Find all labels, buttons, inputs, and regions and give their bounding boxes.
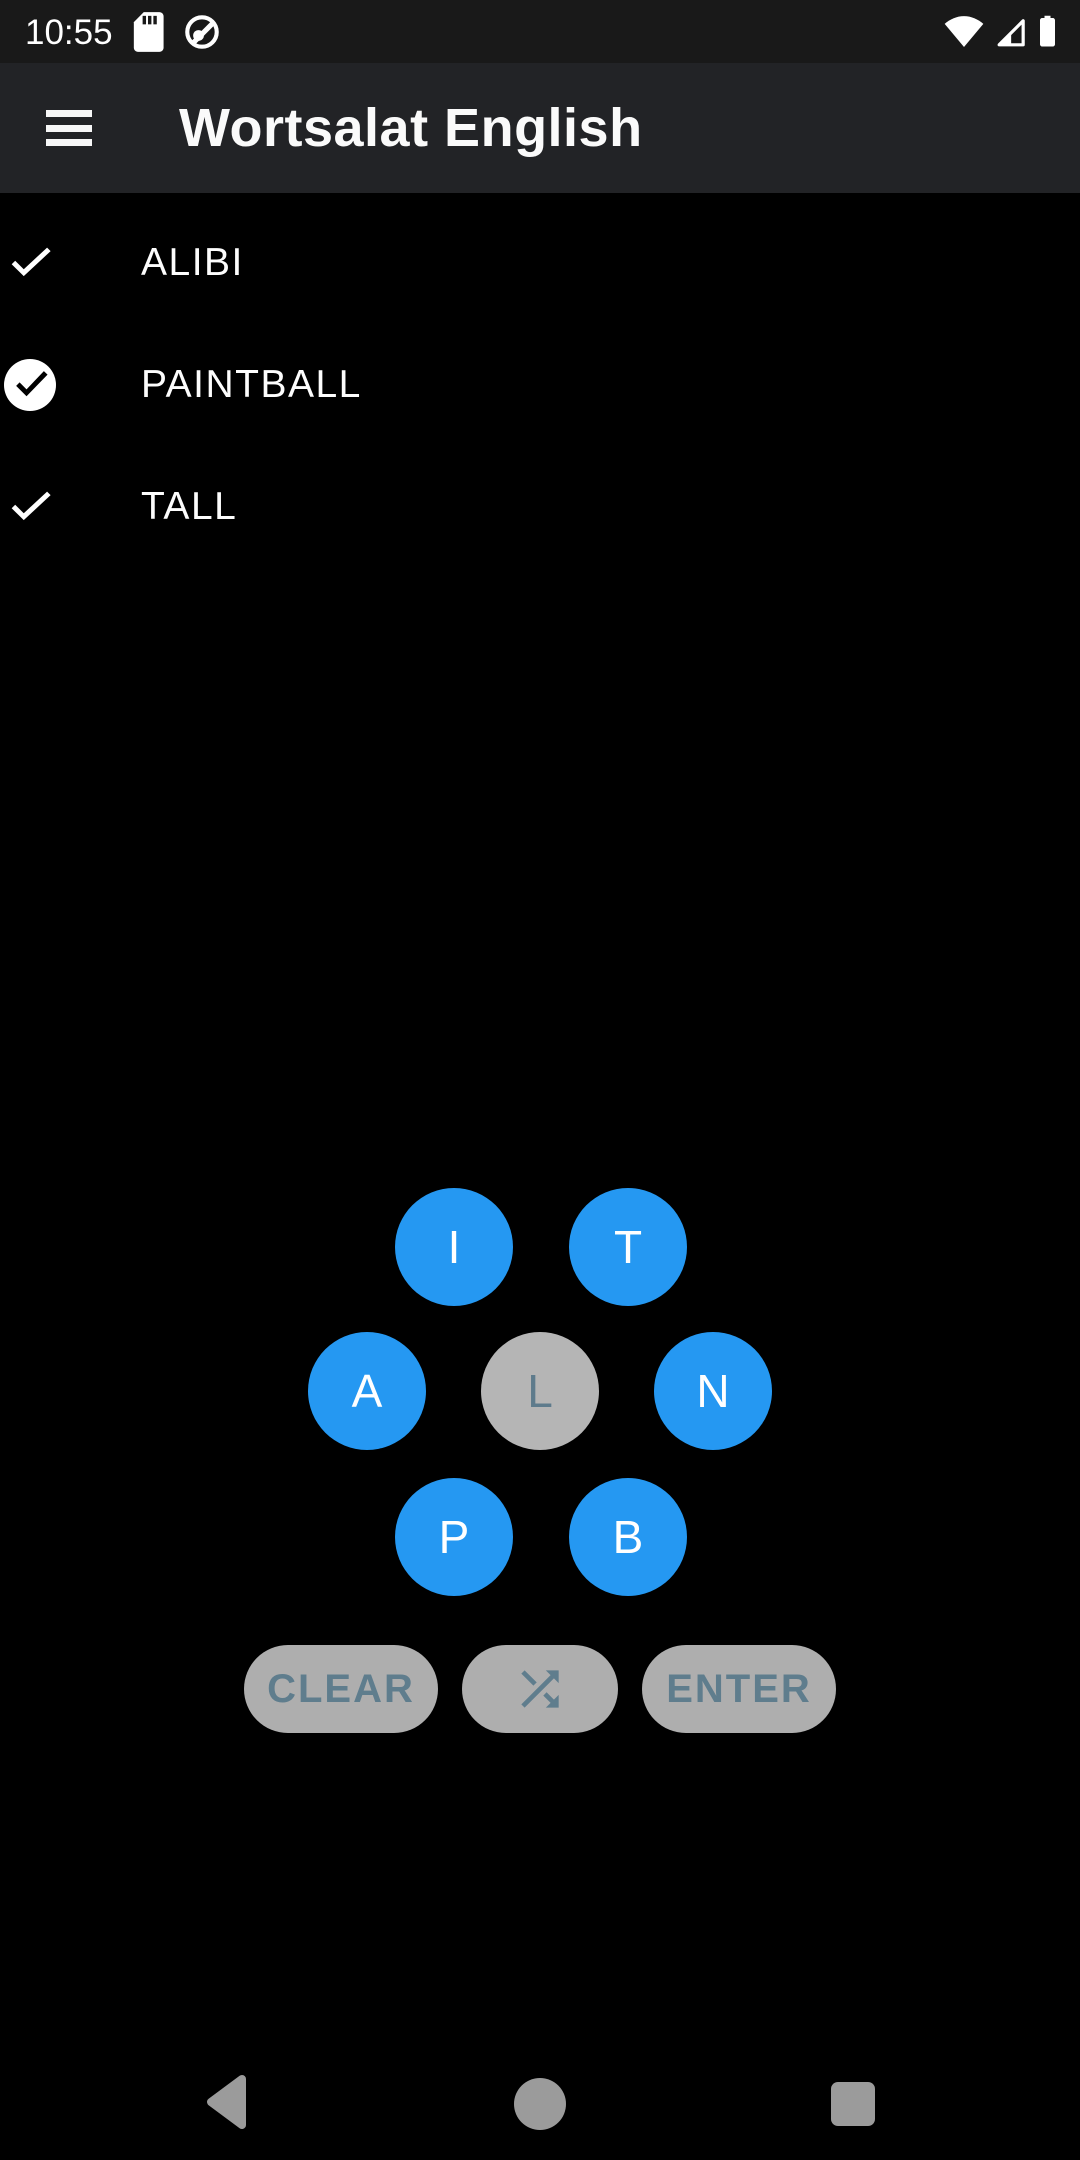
sd-card-icon (133, 11, 164, 52)
word-label: TALL (141, 485, 238, 528)
word-row: TALL (0, 446, 1080, 568)
app-bar: Wortsalat English (0, 63, 1080, 193)
check-icon (4, 481, 56, 533)
home-icon[interactable] (512, 2076, 568, 2135)
recents-icon[interactable] (829, 2080, 877, 2131)
word-label: PAINTBALL (141, 363, 362, 406)
word-label: ALIBI (141, 241, 244, 284)
shuffle-icon (521, 1670, 559, 1708)
wifi-icon (944, 16, 984, 47)
letter-button-p[interactable]: P (395, 1478, 513, 1596)
letter-button-t[interactable]: T (569, 1188, 687, 1306)
battery-icon (1040, 15, 1055, 47)
status-bar-right (944, 15, 1058, 48)
status-bar-left: 10:55 (25, 11, 221, 52)
cell-signal-icon (997, 19, 1025, 47)
word-row: ALIBI (0, 202, 1080, 324)
check-icon (4, 237, 56, 289)
letter-button-i[interactable]: I (395, 1188, 513, 1306)
page-title: Wortsalat English (179, 98, 643, 158)
status-bar: 10:55 (0, 0, 1080, 63)
back-icon[interactable] (204, 2074, 248, 2133)
hamburger-menu-icon[interactable] (46, 110, 92, 146)
word-row: PAINTBALL (0, 324, 1080, 446)
circle-slash-icon (184, 14, 219, 49)
clock: 10:55 (25, 13, 113, 52)
letter-button-n[interactable]: N (654, 1332, 772, 1450)
enter-button[interactable]: ENTER (642, 1645, 836, 1733)
letter-button-a[interactable]: A (308, 1332, 426, 1450)
letter-button-l-used[interactable]: L (481, 1332, 599, 1450)
check-circle-icon (4, 359, 56, 411)
shuffle-button[interactable] (462, 1645, 618, 1733)
clear-button[interactable]: CLEAR (244, 1645, 438, 1733)
solved-word-list: ALIBI PAINTBALL TALL (0, 202, 1080, 568)
letter-button-b[interactable]: B (569, 1478, 687, 1596)
